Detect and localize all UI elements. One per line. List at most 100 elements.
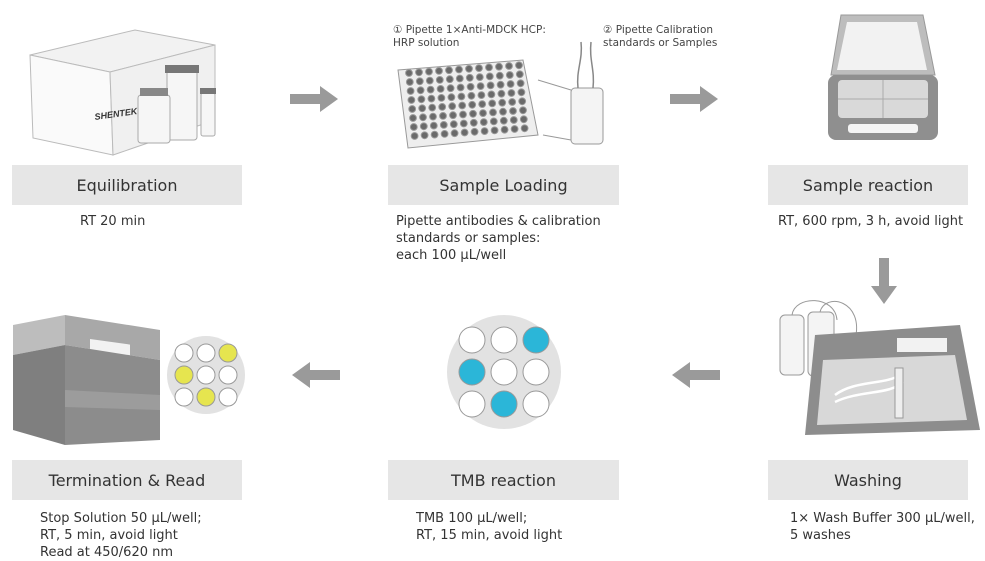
plate-well	[408, 105, 417, 113]
plate-well	[409, 114, 417, 122]
plate-well	[405, 78, 414, 86]
desc-line: RT, 600 rpm, 3 h, avoid light	[778, 214, 964, 229]
plate-well	[409, 123, 418, 131]
plate-well	[439, 112, 447, 120]
plate-well	[485, 72, 494, 81]
desc-line: RT, 5 min, avoid light	[40, 528, 178, 543]
plate-well	[426, 85, 435, 94]
plate-well	[437, 94, 446, 102]
read-well	[174, 365, 194, 385]
plate-well	[475, 73, 484, 82]
plate-well	[510, 125, 519, 133]
plate-well	[495, 62, 503, 71]
plate-well	[500, 125, 509, 134]
pipette-note-1: ① Pipette 1×Anti-MDCK HCP: HRP solution	[393, 24, 546, 50]
desc-line: Read at 450/620 nm	[40, 545, 174, 560]
plate-well	[499, 116, 508, 125]
plate-well	[507, 89, 516, 97]
arrow-icon	[292, 362, 340, 388]
plate-well	[405, 69, 413, 77]
plate-well	[517, 88, 526, 97]
read-wells-icon	[167, 336, 245, 414]
plate-well	[415, 77, 424, 86]
plate-well	[519, 106, 527, 115]
plate-well	[445, 75, 454, 84]
tmb-well	[458, 390, 486, 418]
desc-line: TMB 100 µL/well;	[416, 511, 528, 526]
plate-well	[478, 100, 487, 108]
tmb-well	[522, 326, 550, 354]
plate-well	[518, 97, 527, 106]
read-well	[196, 365, 216, 385]
tmb-well	[522, 390, 550, 418]
plate-well	[429, 121, 438, 130]
note-line: HRP solution	[393, 37, 460, 49]
plate-well	[418, 104, 427, 113]
plate-well	[430, 130, 439, 139]
plate-well	[476, 82, 485, 91]
plate-well	[416, 86, 425, 95]
plate-well	[455, 74, 464, 83]
plate-well	[456, 83, 465, 92]
tmb-well	[458, 326, 486, 354]
plate-well	[429, 112, 437, 121]
plate-well	[479, 118, 488, 126]
plate-well	[458, 101, 467, 110]
step-title: Washing	[834, 470, 902, 490]
step-label-sample-loading: Sample Loading	[388, 165, 619, 205]
washer-icon	[779, 300, 980, 435]
plate-well	[435, 76, 444, 84]
plate-well	[439, 121, 448, 129]
plate-well	[436, 85, 445, 93]
plate-well	[489, 108, 497, 117]
plate-well	[487, 90, 496, 99]
plate-well	[490, 126, 499, 135]
desc-equilibration: RT 20 min	[80, 213, 145, 230]
arrow-icon	[871, 258, 897, 304]
plate-well	[497, 89, 506, 98]
kit-box-icon: SHENTEK	[29, 29, 216, 156]
pipette-note-2: ② Pipette Calibration standards or Sampl…	[603, 24, 717, 50]
desc-sample-loading: Pipette antibodies & calibration standar…	[396, 213, 601, 264]
plate-well	[509, 107, 517, 115]
tmb-well	[490, 326, 518, 354]
desc-line: each 100 µL/well	[396, 248, 507, 263]
plate-well	[498, 98, 507, 107]
microplate-icon	[397, 41, 604, 149]
plate-well	[477, 91, 486, 99]
note-line: standards or Samples	[603, 37, 718, 49]
plate-well	[489, 117, 498, 126]
plate-well	[469, 118, 478, 127]
step-title: Equilibration	[76, 175, 178, 195]
plate-well	[425, 76, 434, 85]
plate-well	[449, 111, 457, 120]
step-title: TMB reaction	[451, 470, 556, 490]
tmb-well	[458, 358, 486, 386]
desc-line: 1× Wash Buffer 300 µL/well,	[790, 511, 975, 526]
plate-well	[469, 109, 477, 118]
plate-reader-icon	[13, 315, 160, 445]
desc-line: 5 washes	[790, 528, 851, 543]
plate-well	[465, 64, 473, 73]
plate-well	[449, 120, 458, 129]
arrow-icon	[290, 86, 338, 112]
plate-well	[496, 80, 505, 89]
plate-well	[459, 110, 467, 119]
plate-well	[410, 132, 419, 140]
plate-well	[420, 131, 429, 140]
plate-well	[447, 93, 456, 102]
note-line: ① Pipette 1×Anti-MDCK HCP:	[393, 24, 546, 36]
plate-well	[495, 71, 504, 80]
shaker-icon	[828, 14, 938, 140]
plate-well	[479, 109, 487, 117]
plate-well	[460, 128, 469, 137]
plate-well	[427, 94, 436, 103]
plate-well	[506, 80, 515, 88]
desc-sample-reaction: RT, 600 rpm, 3 h, avoid light	[778, 213, 963, 230]
plate-well	[480, 127, 489, 135]
desc-washing: 1× Wash Buffer 300 µL/well, 5 washes	[790, 510, 975, 544]
step-label-termination: Termination & Read	[12, 460, 242, 500]
plate-well	[415, 68, 423, 77]
plate-well	[475, 64, 483, 73]
plate-well	[407, 96, 416, 104]
